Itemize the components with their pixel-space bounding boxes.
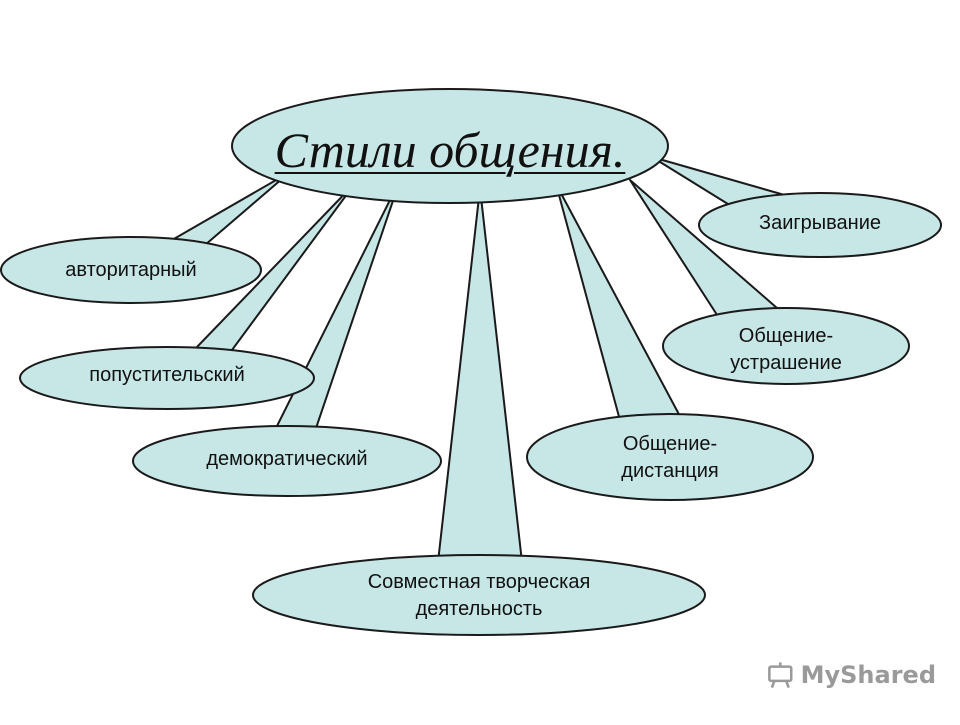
presentation-board-icon <box>768 662 793 689</box>
node-permissive <box>19 346 315 410</box>
node-intimidation <box>662 307 910 385</box>
node-joint-creative <box>252 554 706 636</box>
node-distance <box>526 413 814 501</box>
node-flirting <box>698 192 942 258</box>
title-ellipse <box>231 88 669 204</box>
watermark-text: MyShared <box>800 661 936 689</box>
label-joint-creative: Совместная творческая деятельность <box>367 571 591 620</box>
pointer-joint-creative <box>435 187 525 581</box>
node-democratic <box>132 425 442 497</box>
node-authoritarian <box>0 236 262 304</box>
label-flirting: Заигрывание <box>758 211 882 234</box>
label-intimidation: Общение- устрашение <box>730 325 842 374</box>
pointer-democratic <box>259 179 401 461</box>
label-authoritarian: авторитарный <box>65 258 197 281</box>
label-permissive: попустительский <box>89 363 245 386</box>
diagram-title: Стили общения. <box>274 122 626 178</box>
label-democratic: демократический <box>206 447 368 470</box>
watermark: MyShared <box>766 654 936 696</box>
label-distance: Общение- дистанция <box>621 433 719 482</box>
